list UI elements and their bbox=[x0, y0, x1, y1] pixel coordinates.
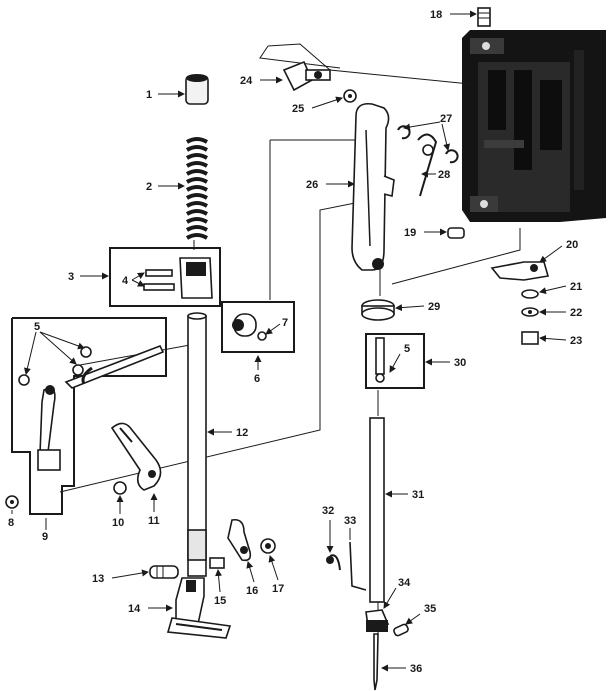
callout-16: 16 bbox=[246, 585, 258, 597]
wire-33 bbox=[349, 541, 367, 591]
needle-36 bbox=[373, 633, 379, 691]
callout-31: 31 bbox=[412, 489, 424, 501]
screw-19 bbox=[447, 227, 465, 239]
tension-spring-28 bbox=[417, 133, 438, 197]
callout-19: 19 bbox=[404, 227, 416, 239]
callout-22: 22 bbox=[570, 307, 582, 319]
callout-2: 2 bbox=[146, 181, 152, 193]
callout-18: 18 bbox=[430, 9, 442, 21]
callout-10: 10 bbox=[112, 517, 124, 529]
set-screw-15 bbox=[209, 557, 225, 569]
callout-25: 25 bbox=[292, 103, 304, 115]
presser-bar-lifter-box bbox=[221, 301, 295, 353]
bracket-20-and-fasteners bbox=[490, 261, 550, 345]
thread-guide-32 bbox=[326, 554, 341, 571]
nut-17 bbox=[260, 538, 276, 554]
screw-18 bbox=[477, 7, 491, 27]
machine-head-casting bbox=[462, 30, 606, 222]
washer-8 bbox=[5, 495, 19, 509]
callout-12: 12 bbox=[236, 427, 248, 439]
presser-bar-cap bbox=[185, 74, 209, 105]
lifter-group-box bbox=[11, 317, 167, 515]
presser-bar bbox=[187, 312, 207, 577]
washer-25 bbox=[343, 89, 357, 103]
screw-10 bbox=[113, 481, 127, 495]
callout-36: 36 bbox=[410, 663, 422, 675]
clamp-screw-35 bbox=[393, 623, 409, 637]
reference-lines bbox=[59, 43, 521, 650]
callout-30: 30 bbox=[454, 357, 466, 369]
callout-5-right: 5 bbox=[404, 343, 410, 355]
needle-clamp-34 bbox=[365, 609, 390, 632]
callout-1: 1 bbox=[146, 89, 152, 101]
needle-bar-connecting-box bbox=[365, 333, 425, 389]
callout-21: 21 bbox=[570, 281, 582, 293]
callout-5-left: 5 bbox=[34, 321, 40, 333]
callout-9: 9 bbox=[42, 531, 48, 543]
callout-33: 33 bbox=[344, 515, 356, 527]
callout-7: 7 bbox=[282, 317, 288, 329]
callout-34: 34 bbox=[398, 577, 411, 589]
needle-bar-bushing-29 bbox=[361, 299, 395, 321]
callout-6: 6 bbox=[254, 373, 260, 385]
presser-bar-guide-group-box bbox=[109, 247, 221, 307]
callout-11: 11 bbox=[148, 515, 160, 527]
lever-16 bbox=[227, 518, 252, 562]
callout-29: 29 bbox=[428, 301, 440, 313]
callout-17: 17 bbox=[272, 583, 284, 595]
callout-4: 4 bbox=[122, 275, 129, 287]
presser-spring bbox=[185, 137, 209, 240]
callout-26: 26 bbox=[306, 179, 318, 191]
callout-35: 35 bbox=[424, 603, 436, 615]
presser-foot-assembly bbox=[166, 577, 232, 639]
thread-release-lever bbox=[110, 422, 162, 491]
thumb-screw-13 bbox=[149, 565, 179, 579]
callout-20: 20 bbox=[566, 239, 578, 251]
callout-28: 28 bbox=[438, 169, 450, 181]
callout-3: 3 bbox=[68, 271, 74, 283]
leader-lines bbox=[11, 10, 567, 672]
callout-13: 13 bbox=[92, 573, 104, 585]
callout-numbers: 1 2 3 4 5 5 6 7 8 9 10 11 12 13 14 15 16… bbox=[8, 9, 582, 675]
callout-27: 27 bbox=[440, 113, 452, 125]
callout-24: 24 bbox=[240, 75, 253, 87]
callout-8: 8 bbox=[8, 517, 14, 529]
callout-32: 32 bbox=[322, 505, 334, 517]
callout-14: 14 bbox=[128, 603, 141, 615]
callout-23: 23 bbox=[570, 335, 582, 347]
callout-15: 15 bbox=[214, 595, 226, 607]
pivot-stud-24 bbox=[282, 60, 331, 92]
needle-bar-frame bbox=[351, 102, 395, 271]
needle-bar-31 bbox=[369, 417, 385, 603]
